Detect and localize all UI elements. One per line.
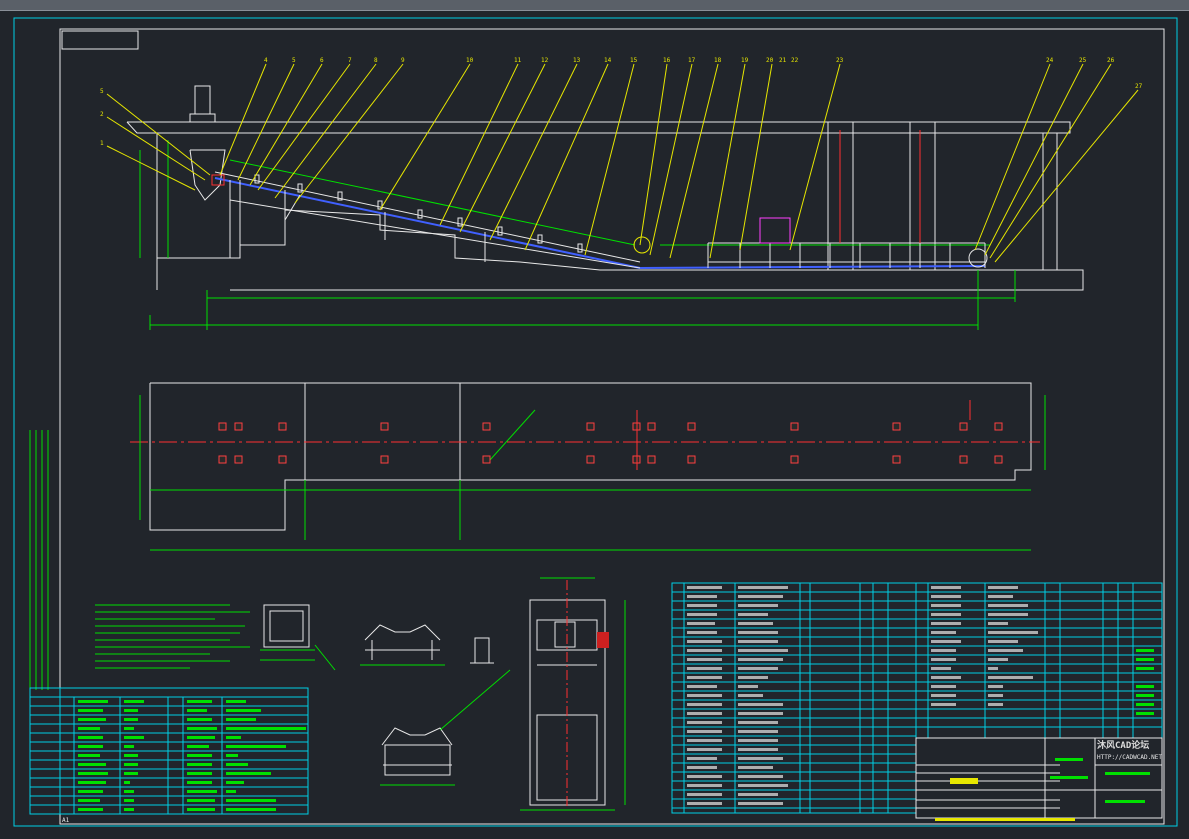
balloon-22: 22 xyxy=(791,57,799,64)
balloon-12: 12 xyxy=(541,57,549,64)
balloon-10: 10 xyxy=(466,57,474,64)
balloon-19: 19 xyxy=(741,57,749,64)
window-title-bar xyxy=(0,0,1189,11)
watermark-url: HTTP://CADWCAD.NET xyxy=(1097,754,1162,761)
parameter-table xyxy=(29,687,309,815)
inner-frame xyxy=(59,28,1165,825)
balloon-15: 15 xyxy=(630,57,638,64)
technical-notes xyxy=(95,604,250,669)
balloon-1: 5 xyxy=(100,88,104,95)
balloon-11: 11 xyxy=(514,57,522,64)
balloon-14: 14 xyxy=(604,57,612,64)
bill-of-materials xyxy=(671,582,1163,814)
balloon-23: 23 xyxy=(836,57,844,64)
balloon-9: 9 xyxy=(401,57,405,64)
balloon-3: 1 xyxy=(100,140,104,147)
balloon-13: 13 xyxy=(573,57,581,64)
balloon-7: 7 xyxy=(348,57,352,64)
balloon-20: 20 xyxy=(766,57,774,64)
balloon-16: 16 xyxy=(663,57,671,64)
watermark-logo: 沐风CAD论坛 HTTP://CADWCAD.NET xyxy=(1097,739,1162,761)
balloon-2: 2 xyxy=(100,111,104,118)
balloon-5: 5 xyxy=(292,57,296,64)
balloon-24: 24 xyxy=(1046,57,1054,64)
balloon-6: 6 xyxy=(320,57,324,64)
balloon-8: 8 xyxy=(374,57,378,64)
watermark-brand: 沐风CAD论坛 xyxy=(1097,739,1149,751)
side-notes xyxy=(29,430,49,690)
foundation-plan-view xyxy=(130,382,1046,551)
corner-box xyxy=(61,30,139,50)
outer-frame xyxy=(13,17,1178,827)
balloon-26: 26 xyxy=(1107,57,1115,64)
title-block xyxy=(915,737,1163,821)
balloon-labels: 5 2 1 4 5 6 7 8 9 10 11 12 13 14 15 16 1… xyxy=(100,57,1143,147)
balloon-21: 21 xyxy=(779,57,787,64)
balloon-17: 17 xyxy=(688,57,696,64)
cad-drawing-canvas[interactable]: 5 2 1 4 5 6 7 8 9 10 11 12 13 14 15 16 1… xyxy=(0,10,1189,839)
balloon-27: 27 xyxy=(1135,83,1143,90)
balloon-4: 4 xyxy=(264,57,268,64)
sheet-size-label: A1 xyxy=(62,817,70,824)
balloon-25: 25 xyxy=(1079,57,1087,64)
elevation-view xyxy=(106,63,1139,330)
section-details xyxy=(260,577,626,811)
balloon-18: 18 xyxy=(714,57,722,64)
